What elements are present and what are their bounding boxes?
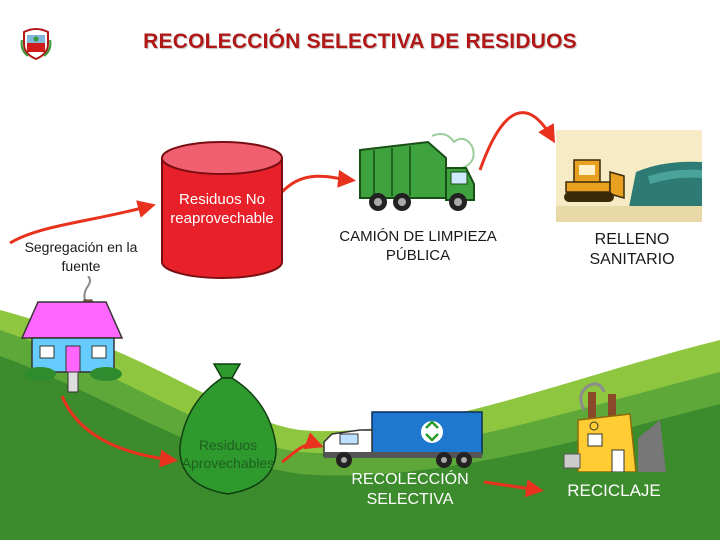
label-segregacion: Segregación en la fuente (24, 239, 138, 274)
page-title: RECOLECCIÓN SELECTIVA DE RESIDUOS (143, 30, 577, 53)
recycling-truck-icon (323, 411, 483, 468)
label-aprovechables: Residuos Aprovechables (181, 437, 275, 471)
label-no-aprovechable: Residuos No reaprovechable (170, 191, 274, 227)
recyclable-bag-icon (179, 363, 277, 495)
non-recyclable-cylinder (161, 141, 283, 279)
label-reciclaje: RECICLAJE (567, 481, 661, 500)
house-icon (20, 276, 124, 393)
label-recoleccion: RECOLECCIÓN SELECTIVA (351, 471, 469, 508)
label-camion: CAMIÓN DE LIMPIEZA PÚBLICA (339, 228, 497, 264)
label-relleno: RELLENO SANITARIO (589, 231, 675, 268)
garbage-truck-icon (359, 133, 475, 211)
peru-shield-icon (20, 28, 52, 60)
bulldozer-icon (556, 130, 702, 222)
recycling-plant-icon (563, 382, 666, 472)
